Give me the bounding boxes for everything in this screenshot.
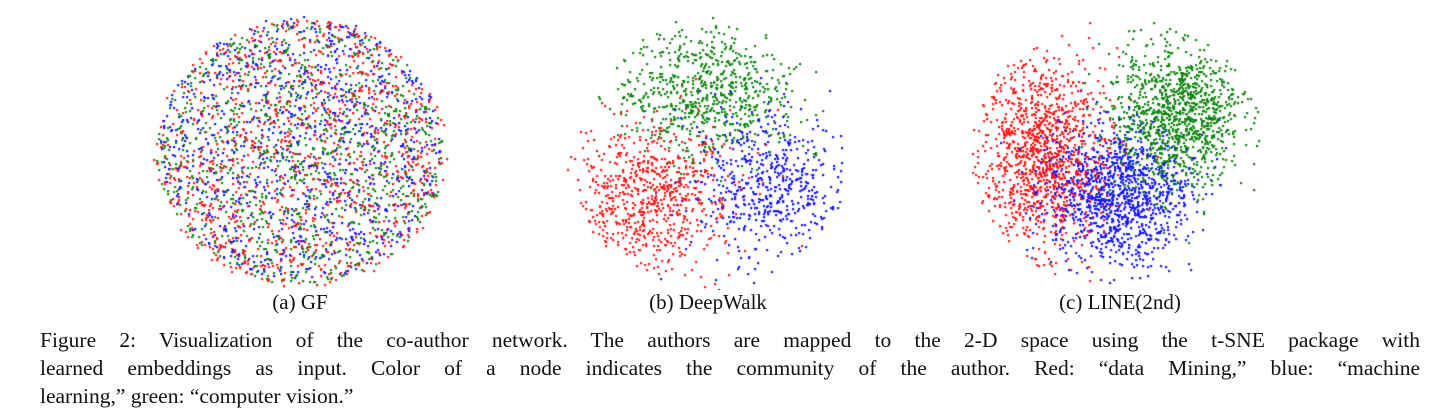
plot-gf — [150, 0, 450, 290]
caption-line-2: learned embeddings as input. Color of a … — [40, 356, 1420, 380]
figure-caption: Figure 2: Visualization of the co-author… — [40, 326, 1420, 410]
scatter-canvas-line — [970, 0, 1265, 290]
subcaption-deepwalk: (b) DeepWalk — [649, 290, 767, 314]
caption-line-1: Figure 2: Visualization of the co-author… — [40, 328, 1420, 352]
scatter-canvas-gf — [150, 0, 450, 290]
subcaption-gf: (a) GF — [272, 290, 328, 314]
caption-line-3: learning,” green: “computer vision.” — [40, 384, 354, 408]
scatter-canvas-deepwalk — [565, 0, 850, 290]
plot-line — [970, 0, 1265, 290]
subcaption-line: (c) LINE(2nd) — [1059, 290, 1181, 314]
plot-deepwalk — [565, 0, 850, 290]
